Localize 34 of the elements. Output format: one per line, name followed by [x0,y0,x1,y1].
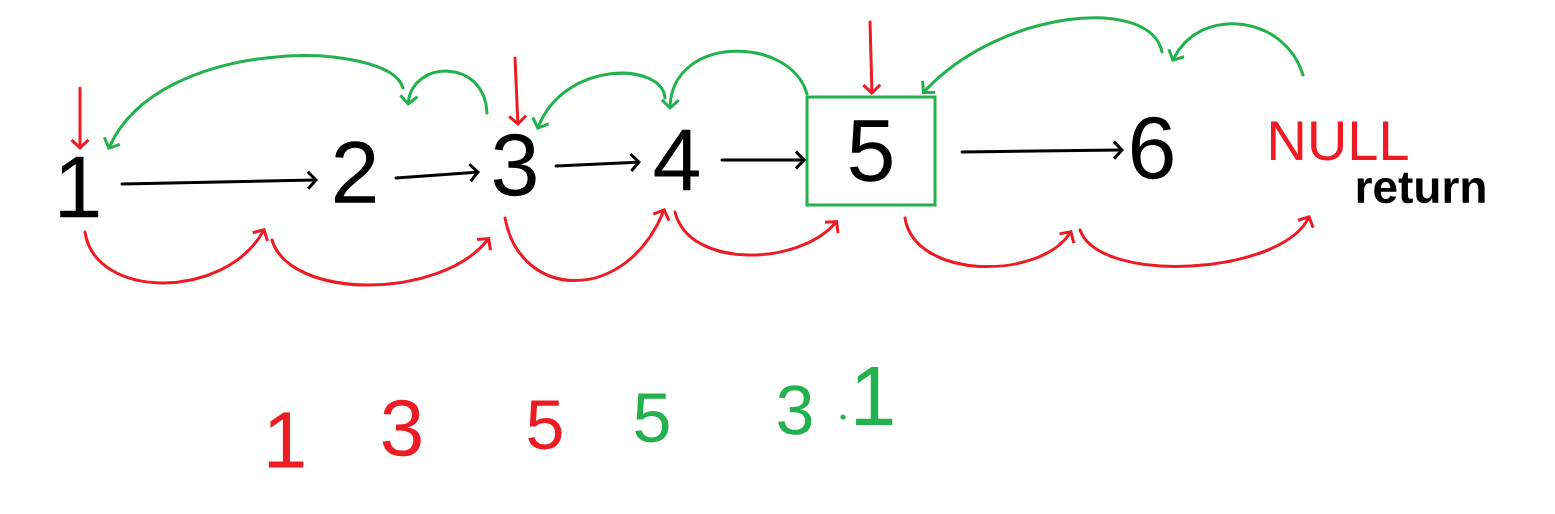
list-value: 6 [1132,116,1173,180]
sequence-digit: 5 [635,393,669,443]
curved-arrow [673,210,840,257]
curved-arrow [1078,215,1315,268]
list-value: 1 [60,156,99,218]
curved-arrow [103,54,405,150]
list-value: 2 [334,141,376,203]
curved-arrow [921,16,1164,94]
sequence-digit: 1 [856,367,893,425]
sequence-digit: 1 [268,412,304,468]
curved-arrow [660,49,809,110]
curved-arrow [270,237,492,287]
arrow [394,163,480,183]
boxed-value: 5 [805,95,937,207]
curved-arrow [83,228,269,285]
curved-arrow [503,208,671,283]
sequence-digit: 3 [382,399,421,457]
curved-arrow [531,71,667,130]
pointer-arrow [508,56,528,126]
pointer-arrow [70,86,90,150]
arrow [554,152,641,172]
arrow [960,140,1124,160]
arrow [720,150,806,170]
note-text: return [1357,172,1485,204]
list-value: 4 [654,129,699,191]
null-text: NULL [1271,121,1408,161]
sequence-digit: 5 [528,400,562,450]
list-value: 3 [493,133,536,197]
sequence-digit: 3 [778,385,812,435]
curved-arrow [399,69,489,115]
arrow [120,170,318,190]
curved-arrow [903,216,1076,268]
curved-arrow [1167,22,1305,77]
pointer-arrow [862,20,882,95]
